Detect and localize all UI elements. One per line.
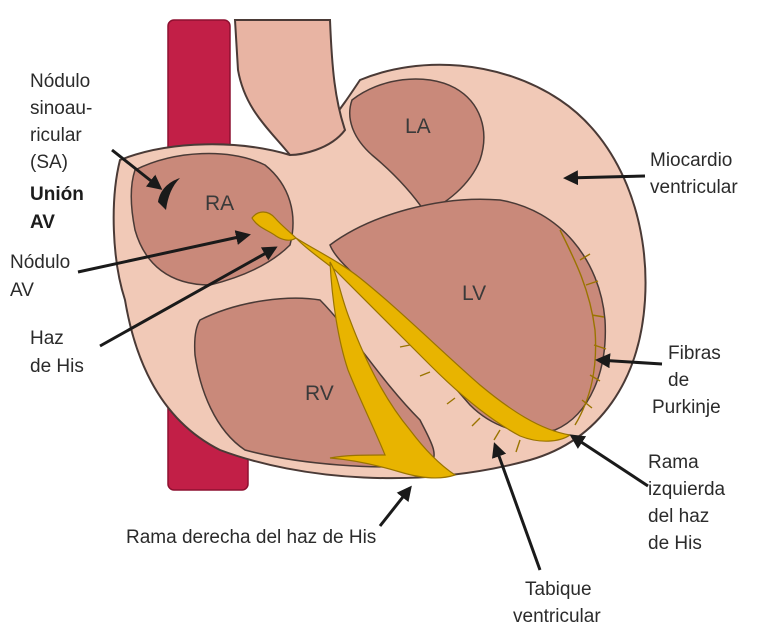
label-av-node: Nódulo AV <box>10 252 70 301</box>
label-rv: RV <box>305 382 334 405</box>
septum-line-2: ventricular <box>513 606 601 627</box>
lbb-line-2: izquierda <box>648 479 726 500</box>
av-node-line-2: AV <box>10 280 34 301</box>
sa-line-2: sinoau- <box>30 98 92 119</box>
label-ventricular-myocardium: Miocardio ventricular <box>650 150 738 198</box>
sa-line-3: ricular <box>30 125 82 146</box>
lbb-line-3: del haz <box>648 506 709 527</box>
septum-line-1: Tabique <box>525 579 592 600</box>
label-av-junction: Unión AV <box>30 184 84 233</box>
his-line-1: Haz <box>30 328 64 349</box>
label-right-bundle-branch: Rama derecha del haz de His <box>126 527 376 548</box>
purkinje-line-1: Fibras <box>668 343 721 364</box>
myo-line-2: ventricular <box>650 177 738 198</box>
vena-cava-superior <box>168 20 230 160</box>
aorta <box>235 20 345 155</box>
label-purkinje-fibers: Fibras de Purkinje <box>652 343 721 418</box>
arrow-left-branch <box>572 436 648 486</box>
label-ventricular-septum: Tabique ventricular <box>513 579 601 627</box>
purkinje-line-2: de <box>668 370 689 391</box>
av-junction-line-2: AV <box>30 212 55 233</box>
arrow-right-branch <box>380 488 410 526</box>
lbb-line-1: Rama <box>648 452 699 473</box>
sa-line-1: Nódulo <box>30 71 90 92</box>
lbb-line-4: de His <box>648 533 702 554</box>
label-bundle-his: Haz de His <box>30 328 84 377</box>
myo-line-1: Miocardio <box>650 150 732 171</box>
sa-line-4: (SA) <box>30 152 68 173</box>
av-node-line-1: Nódulo <box>10 252 70 273</box>
label-left-bundle-branch: Rama izquierda del haz de His <box>648 452 726 554</box>
label-ra: RA <box>205 192 234 215</box>
av-junction-line-1: Unión <box>30 184 84 205</box>
label-sa-node: Nódulo sinoau- ricular (SA) <box>30 71 92 173</box>
label-lv: LV <box>462 282 486 305</box>
label-la: LA <box>405 115 431 138</box>
arrow-myocardium <box>566 176 645 178</box>
purkinje-line-3: Purkinje <box>652 397 721 418</box>
his-line-2: de His <box>30 356 84 377</box>
